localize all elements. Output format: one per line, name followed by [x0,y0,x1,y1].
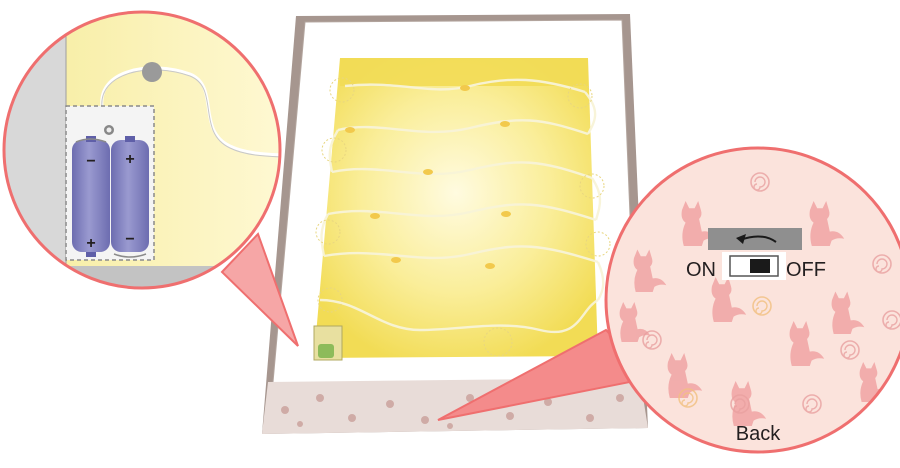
polarity-left-bottom: + [86,235,95,252]
light-panel [314,58,610,360]
polarity-right-bottom: − [125,231,134,248]
polarity-right-top: + [125,151,134,168]
switch-knob [750,259,770,273]
wire-hole [142,62,162,82]
battery-callout: − + + − [0,0,300,346]
switch-off-label: OFF [786,259,826,281]
back-label: Back [736,423,781,445]
polarity-left-top: − [86,153,95,170]
switch-on-label: ON [686,259,716,281]
